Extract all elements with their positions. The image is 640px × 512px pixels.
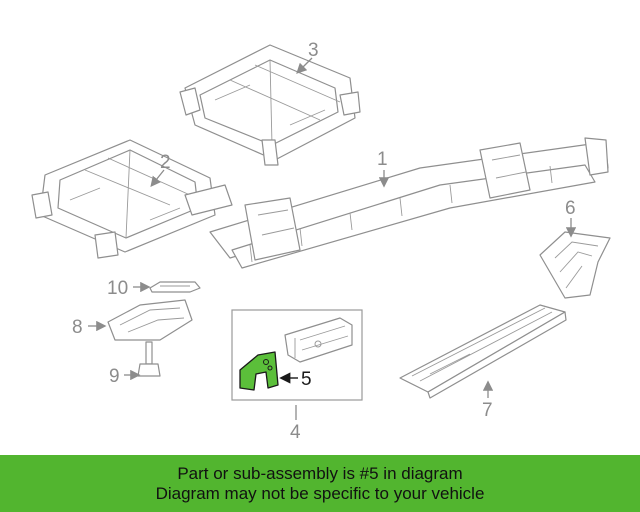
- callout-1: 1: [377, 149, 388, 170]
- banner-line-2: Diagram may not be specific to your vehi…: [155, 483, 485, 503]
- part-1-frame[interactable]: [209, 137, 609, 269]
- part-3-crossmember[interactable]: [179, 44, 361, 166]
- info-banner: Part or sub-assembly is #5 in diagram Di…: [0, 455, 640, 512]
- callout-9: 9: [109, 366, 120, 387]
- callout-6: 6: [565, 198, 576, 219]
- leader-lines: [88, 57, 577, 420]
- part-9-bolt[interactable]: [137, 341, 161, 377]
- callout-7: 7: [482, 400, 493, 421]
- part-5-bracket-highlighted[interactable]: [239, 351, 279, 391]
- banner-line-1: Part or sub-assembly is #5 in diagram: [177, 463, 463, 483]
- part-10-plate[interactable]: [149, 281, 201, 293]
- callout-5: 5: [301, 369, 312, 390]
- part-6-bracket[interactable]: [539, 231, 611, 299]
- part-7-skid-plate[interactable]: [399, 304, 567, 399]
- callout-4: 4: [290, 422, 301, 443]
- callout-10: 10: [107, 278, 128, 299]
- part-2-front-subframe[interactable]: [31, 139, 233, 259]
- part-8-strap[interactable]: [107, 299, 193, 341]
- parts-diagram: 1 2 3 4 5 6 7 8 9 10: [31, 40, 611, 443]
- callout-8: 8: [72, 317, 83, 338]
- callout-3: 3: [308, 40, 319, 61]
- callout-2: 2: [160, 152, 171, 173]
